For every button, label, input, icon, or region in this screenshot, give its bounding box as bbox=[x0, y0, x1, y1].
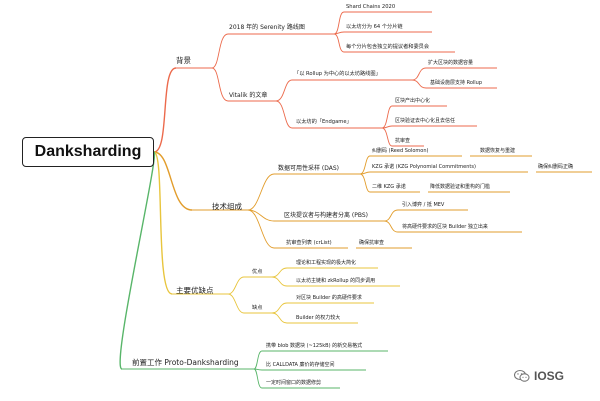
node-cons-item: Builder 的权力较大 bbox=[296, 315, 341, 321]
node-kzg: KZG 承诺 (KZG Polynomial Commitments) bbox=[372, 164, 476, 170]
node-serenity-item: 每个分片包含独立的提议者和委员会 bbox=[346, 44, 430, 50]
branch-proto: 前置工作 Proto-Danksharding bbox=[132, 358, 239, 367]
node-endgame-item: 抗审查 bbox=[395, 138, 411, 144]
node-vitalik: Vitalik 的文章 bbox=[229, 92, 268, 99]
branch-tech: 技术组成 bbox=[212, 202, 242, 211]
node-endgame-item: 区块产出中心化 bbox=[395, 98, 431, 104]
node-serenity-item: 以太坊分为 64 个分片链 bbox=[346, 24, 403, 30]
node-rollup-item: 基础设施层支持 Rollup bbox=[430, 80, 483, 86]
node-kzg-note: 确保纠删码正确 bbox=[538, 164, 574, 170]
watermark-text: IOSG bbox=[534, 369, 565, 383]
node-pbs-item: 引入博弈 / 抵 MEV bbox=[402, 202, 445, 208]
node-rollup-item: 扩大区块的数据容量 bbox=[428, 60, 474, 66]
node-serenity-item: Shard Chains 2020 bbox=[346, 4, 396, 10]
link-root-pros-cons bbox=[153, 151, 173, 295]
node-pbs: 区块提议者与构建者分离 (PBS) bbox=[284, 212, 369, 219]
node-kzg-2d: 二维 KZG 承诺 bbox=[372, 184, 406, 190]
node-endgame-item: 区块验证去中心化且去信任 bbox=[395, 118, 456, 124]
node-crlist-note: 确保抗审查 bbox=[359, 240, 385, 246]
node-pbs-item: 将高硬件要求的区块 Builder 独立出来 bbox=[402, 224, 488, 230]
watermark: IOSG bbox=[513, 369, 565, 383]
node-proto-item: 比 CALLDATA 廉价的存储空间 bbox=[266, 362, 335, 368]
node-proto-item: 一定时间窗口的数据修剪 bbox=[266, 380, 322, 386]
link-root-background bbox=[153, 67, 177, 153]
node-cons: 缺点 bbox=[252, 305, 263, 311]
branch-background: 背景 bbox=[176, 56, 191, 65]
branch-pros-cons: 主要优缺点 bbox=[176, 286, 214, 295]
node-kzg-2d-note: 降低数据验证和重构的门槛 bbox=[430, 184, 491, 190]
link-root-tech bbox=[153, 151, 193, 211]
root-node: Danksharding bbox=[22, 137, 154, 167]
node-reed-solomon-note: 数据恢复与重建 bbox=[480, 148, 516, 154]
wechat-icon bbox=[513, 369, 530, 383]
node-reed-solomon: 纠删码 (Reed Solomon) bbox=[372, 148, 429, 154]
node-endgame: 以太坊的「Endgame」 bbox=[296, 119, 352, 125]
node-cons-item: 对区块 Builder 的高硬件要求 bbox=[296, 295, 362, 301]
node-pros-item: 以太坊主链和 zkRollup 的同步调用 bbox=[296, 278, 376, 284]
node-serenity: 2018 年的 Serenity 路线图 bbox=[229, 24, 305, 31]
node-rollup-roadmap: 「以 Rollup 为中心的以太坊路线图」 bbox=[294, 71, 381, 77]
node-proto-item: 携带 blob 数据块 (~125kB) 的新交易格式 bbox=[266, 343, 363, 349]
node-crlist: 抗审查列表 (crList) bbox=[286, 240, 332, 246]
node-das: 数据可用性采样 (DAS) bbox=[278, 165, 340, 172]
node-pros-item: 理论和工程实现的极大简化 bbox=[296, 260, 357, 266]
link-root-proto bbox=[119, 151, 156, 370]
node-pros: 优点 bbox=[252, 269, 263, 275]
